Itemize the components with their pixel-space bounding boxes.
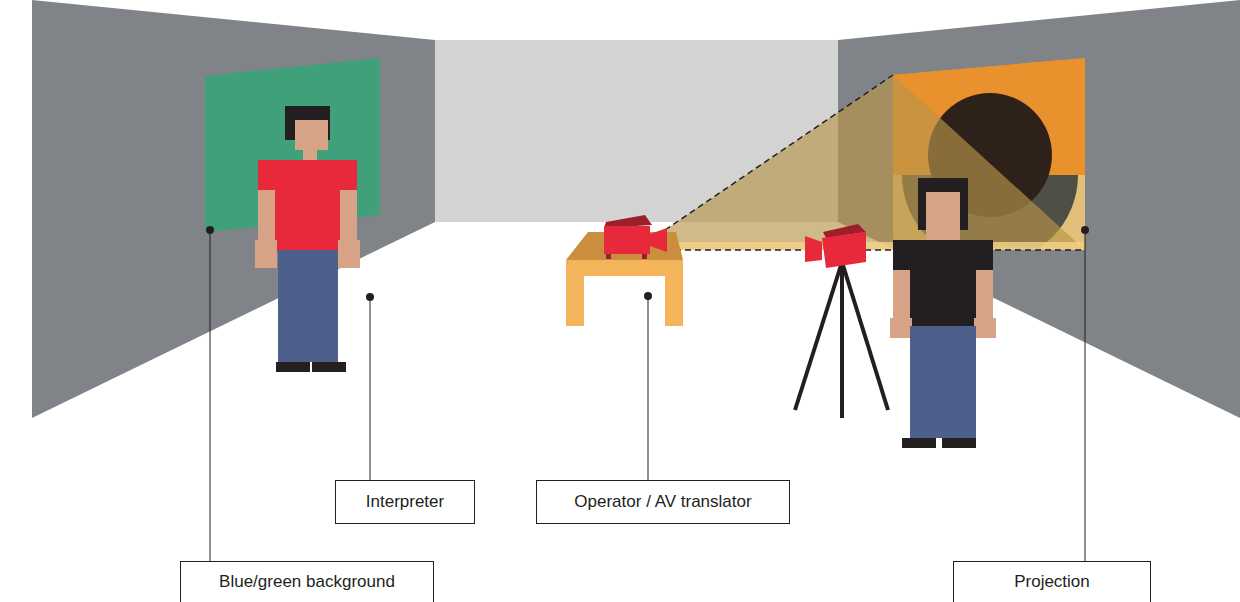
hand bbox=[890, 318, 912, 338]
callout-box: Projection bbox=[953, 561, 1151, 602]
arm bbox=[258, 190, 275, 240]
callout-label: Operator / AV translator bbox=[574, 492, 751, 512]
projector-lens bbox=[650, 228, 667, 252]
camera-lens bbox=[805, 236, 822, 262]
tripod-leg bbox=[795, 262, 842, 410]
projection-beam bbox=[665, 75, 1085, 250]
projector-foot bbox=[606, 254, 611, 259]
jeans bbox=[910, 326, 976, 438]
leader-dot bbox=[1081, 226, 1089, 234]
arm bbox=[976, 270, 993, 320]
tripod-leg bbox=[842, 262, 888, 410]
leader-line bbox=[370, 297, 371, 480]
arm bbox=[340, 190, 357, 240]
jeans bbox=[278, 250, 338, 362]
shoe bbox=[902, 438, 936, 448]
table-leg bbox=[566, 270, 584, 326]
callout-label: Projection bbox=[1014, 572, 1090, 592]
neck bbox=[303, 148, 317, 162]
callout-box: Interpreter bbox=[335, 480, 475, 524]
callout-label: Interpreter bbox=[366, 492, 444, 512]
callout-box: Blue/green background bbox=[180, 561, 434, 602]
callout-label: Blue/green background bbox=[219, 572, 395, 592]
shoe bbox=[276, 362, 310, 372]
beam-edge bbox=[665, 249, 1085, 251]
shoe bbox=[942, 438, 976, 448]
projector-foot bbox=[642, 254, 647, 259]
projector-body bbox=[604, 226, 650, 254]
camera-body bbox=[822, 232, 866, 268]
beam-floor bbox=[665, 242, 1085, 250]
shirt bbox=[258, 160, 357, 190]
hand bbox=[974, 318, 996, 338]
left-wall bbox=[32, 0, 435, 418]
face bbox=[926, 192, 960, 240]
hand bbox=[255, 240, 277, 268]
callout-box: Operator / AV translator bbox=[536, 480, 790, 524]
leader-dot bbox=[644, 292, 652, 300]
tripod-leg bbox=[840, 262, 844, 418]
shoe bbox=[312, 362, 346, 372]
leader-dot bbox=[366, 293, 374, 301]
face bbox=[295, 120, 328, 150]
leader-dot bbox=[206, 226, 214, 234]
beam-edge bbox=[665, 75, 893, 230]
shirt bbox=[275, 188, 340, 252]
hand bbox=[338, 240, 360, 268]
leader-line bbox=[1085, 230, 1086, 562]
shirt bbox=[910, 268, 976, 326]
table-leg bbox=[665, 270, 683, 326]
shirt bbox=[893, 240, 993, 270]
arm bbox=[893, 270, 910, 320]
leader-line bbox=[648, 296, 649, 480]
leader-line bbox=[210, 230, 211, 562]
